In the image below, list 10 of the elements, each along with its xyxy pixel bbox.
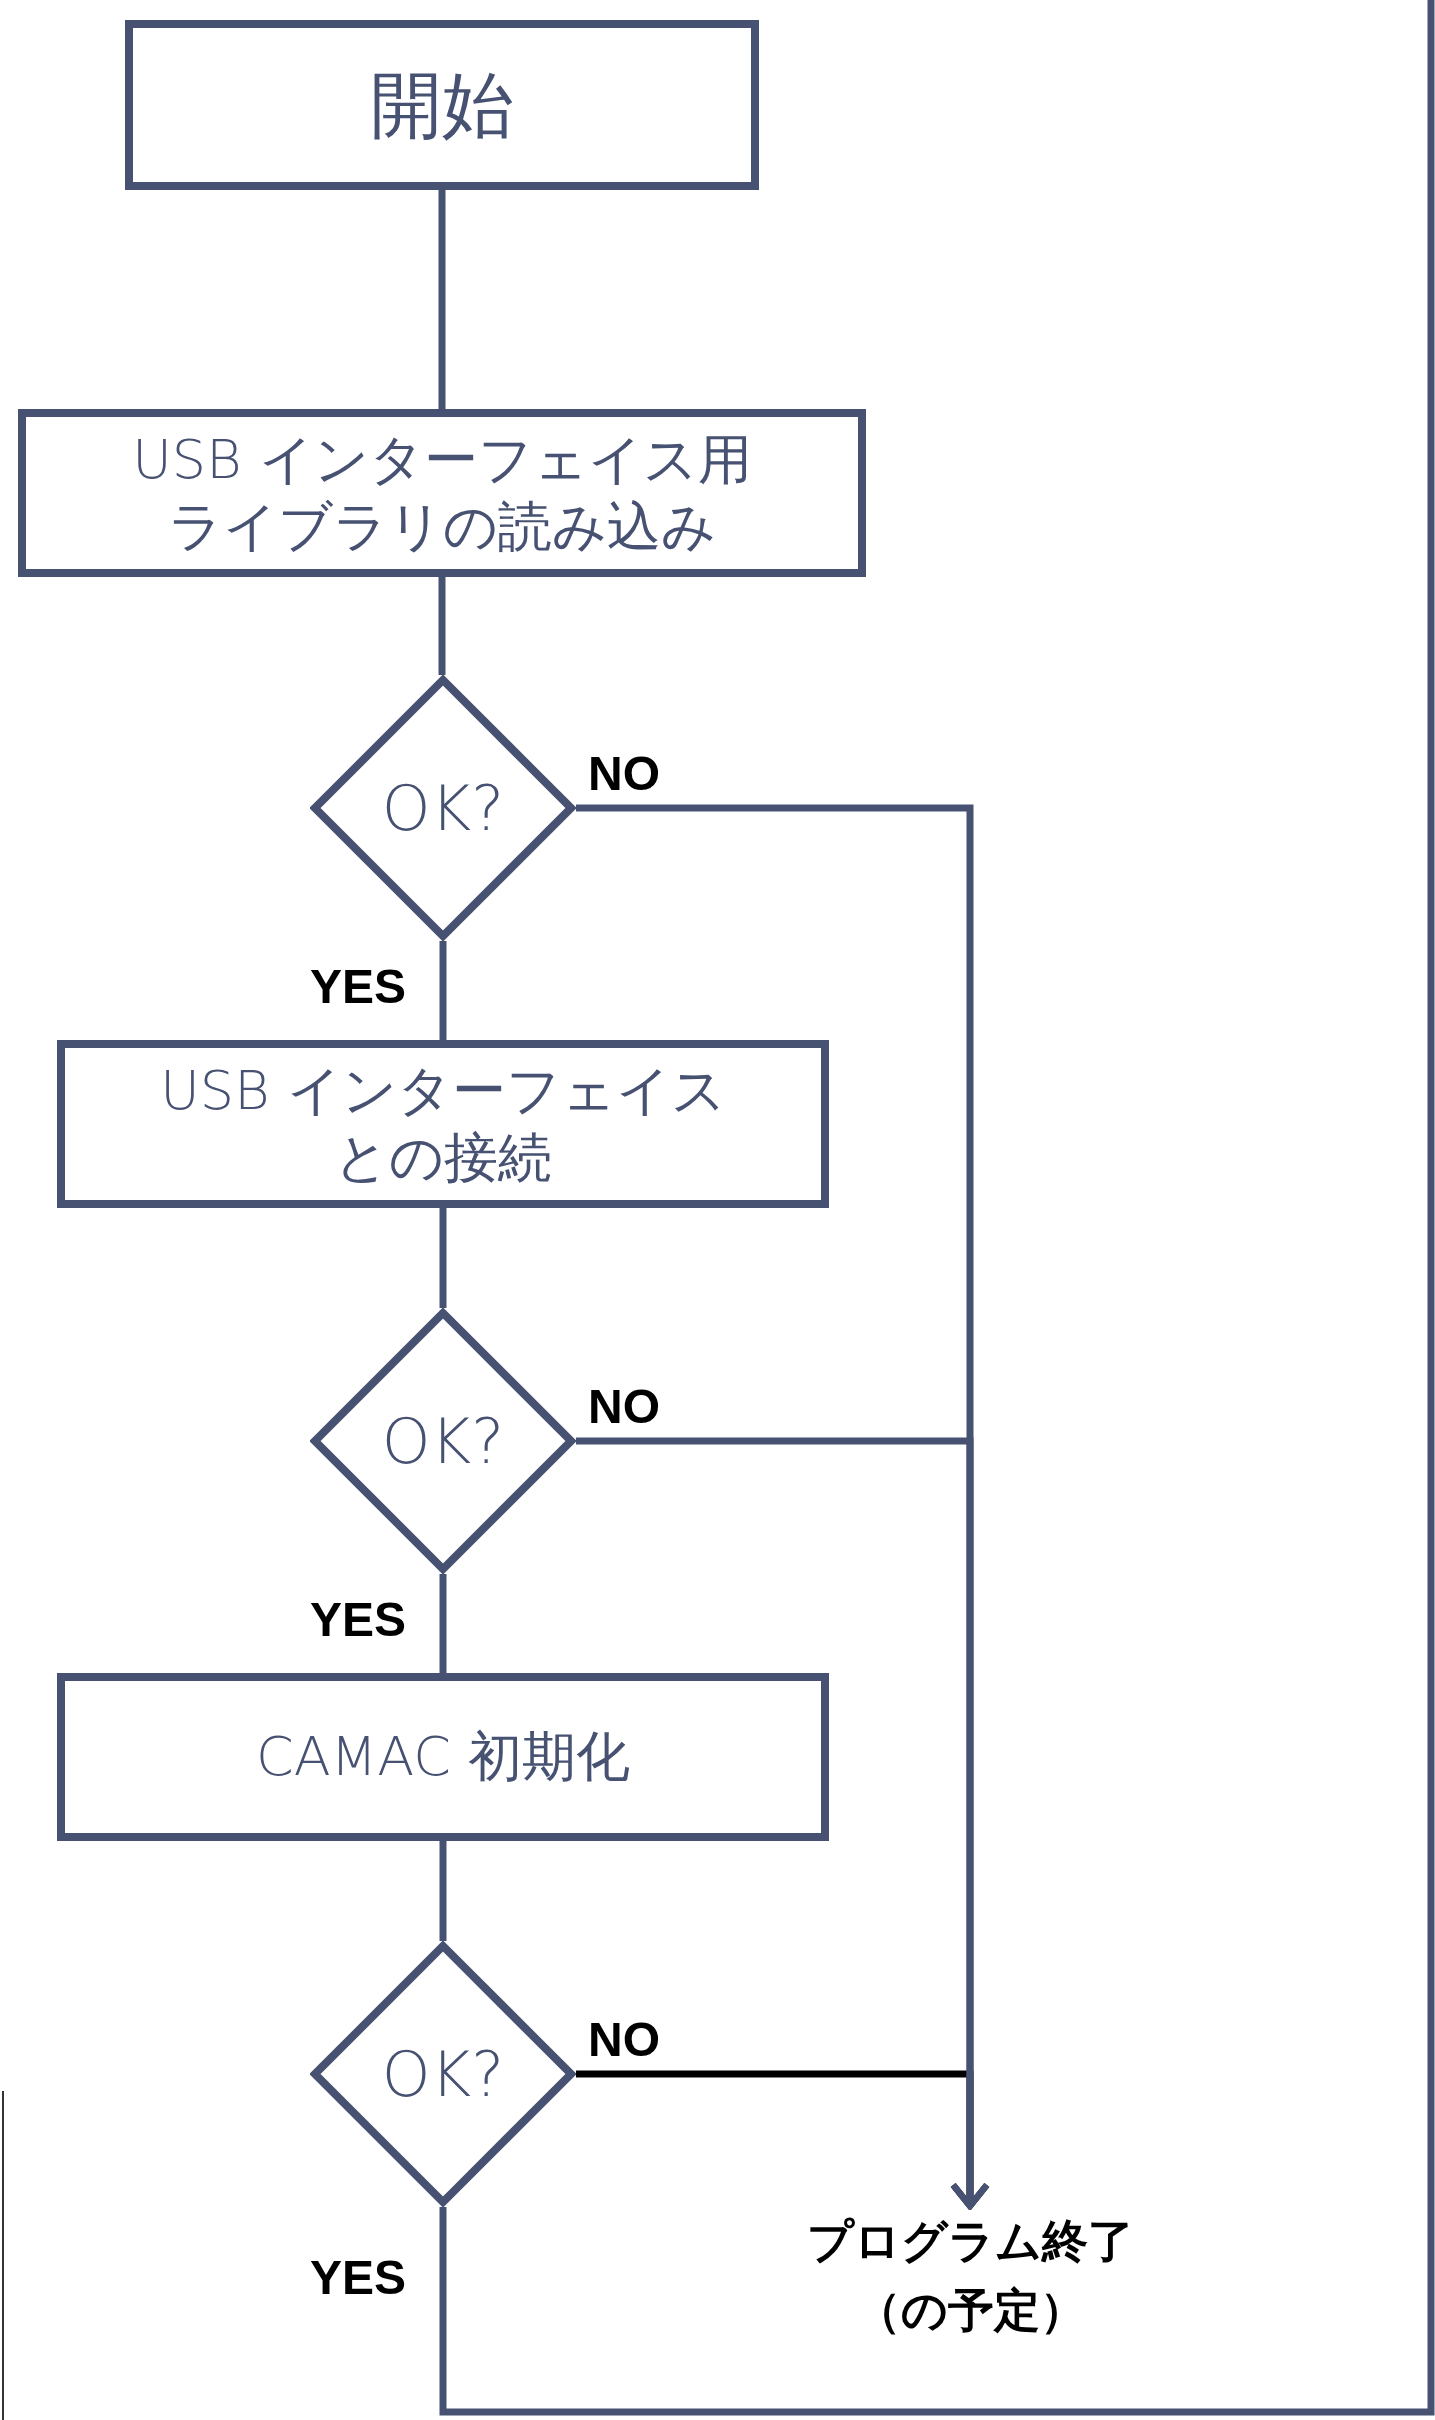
process-box: CAMAC 初期化 bbox=[57, 1673, 829, 1841]
process-box: USB インターフェイスとの接続 bbox=[57, 1040, 829, 1208]
connector-line bbox=[439, 0, 1435, 2416]
decision-diamond: OK? bbox=[310, 1941, 576, 2207]
end-text: プログラム終了（の予定） bbox=[770, 2206, 1170, 2346]
decision-diamond: OK? bbox=[310, 1308, 576, 1574]
start-box: 開始 bbox=[125, 20, 759, 190]
process-box: USB インターフェイス用ライブラリの読み込み bbox=[18, 409, 866, 577]
decision-diamond: OK? bbox=[310, 675, 576, 941]
connector-line bbox=[438, 190, 446, 409]
